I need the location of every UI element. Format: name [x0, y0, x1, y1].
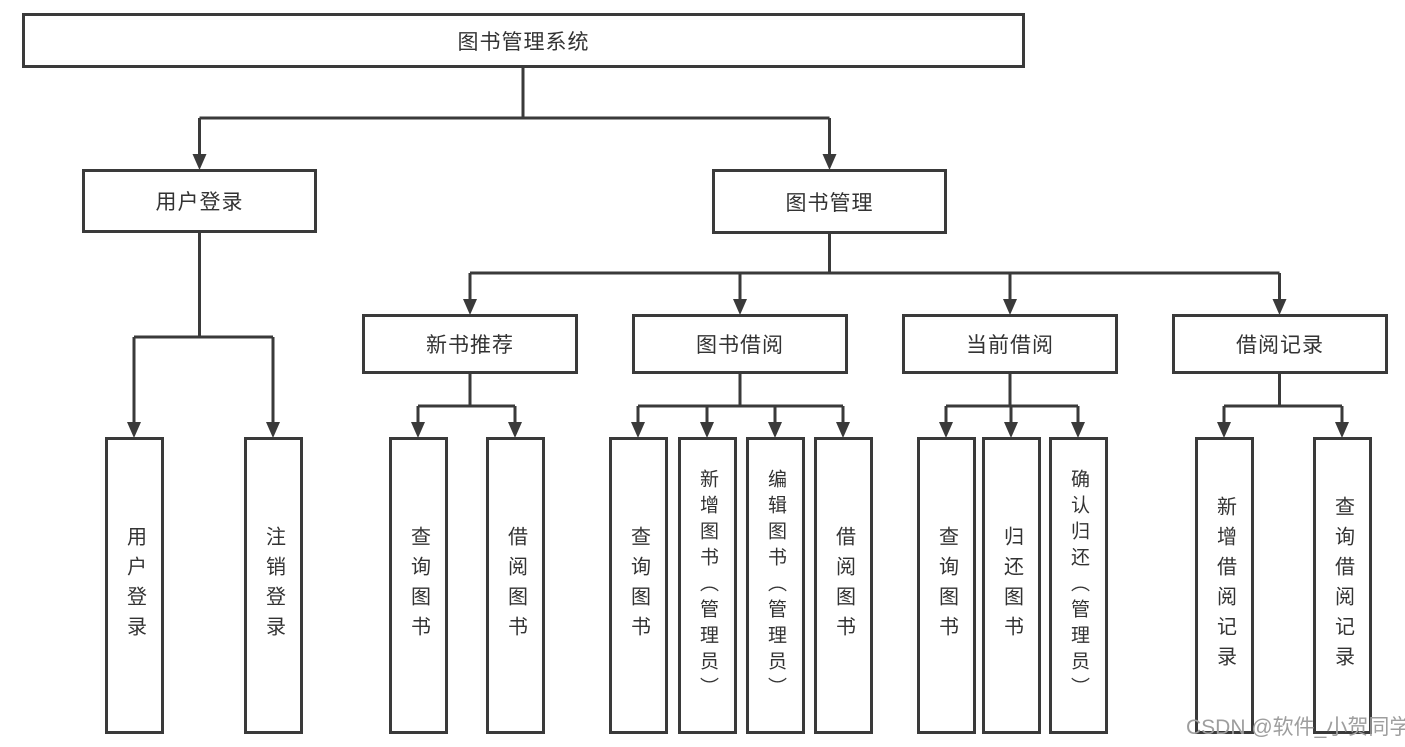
- leaf-query-borrow-record: 查询借阅记录: [1313, 437, 1372, 734]
- leaf-query-books-borrowing: 查询图书: [609, 437, 668, 734]
- leaf-add-books-admin: 新增图书（管理员）: [678, 437, 737, 734]
- leaf-add-borrow-record: 新增借阅记录: [1195, 437, 1254, 734]
- node-library-system: 图书管理系统: [22, 13, 1025, 68]
- leaf-query-books-current: 查询图书: [917, 437, 976, 734]
- node-book-management: 图书管理: [712, 169, 947, 234]
- leaf-logout: 注销登录: [244, 437, 303, 734]
- arrowheads: [127, 154, 1349, 438]
- node-new-book-recommendation: 新书推荐: [362, 314, 578, 374]
- leaf-edit-books-admin: 编辑图书（管理员）: [746, 437, 805, 734]
- leaf-return-books: 归还图书: [982, 437, 1041, 734]
- leaf-query-books-recommend: 查询图书: [389, 437, 448, 734]
- node-current-borrowing: 当前借阅: [902, 314, 1118, 374]
- leaf-borrow-books-borrowing: 借阅图书: [814, 437, 873, 734]
- node-borrowing-records: 借阅记录: [1172, 314, 1388, 374]
- csdn-watermark: CSDN @软件_小贺同学: [1186, 716, 1405, 739]
- leaf-user-login: 用户登录: [105, 437, 164, 734]
- node-book-borrowing: 图书借阅: [632, 314, 848, 374]
- connector-segments: [132, 68, 1344, 424]
- leaf-confirm-return-admin: 确认归还（管理员）: [1049, 437, 1108, 734]
- node-user-login: 用户登录: [82, 169, 317, 233]
- leaf-borrow-books-recommend: 借阅图书: [486, 437, 545, 734]
